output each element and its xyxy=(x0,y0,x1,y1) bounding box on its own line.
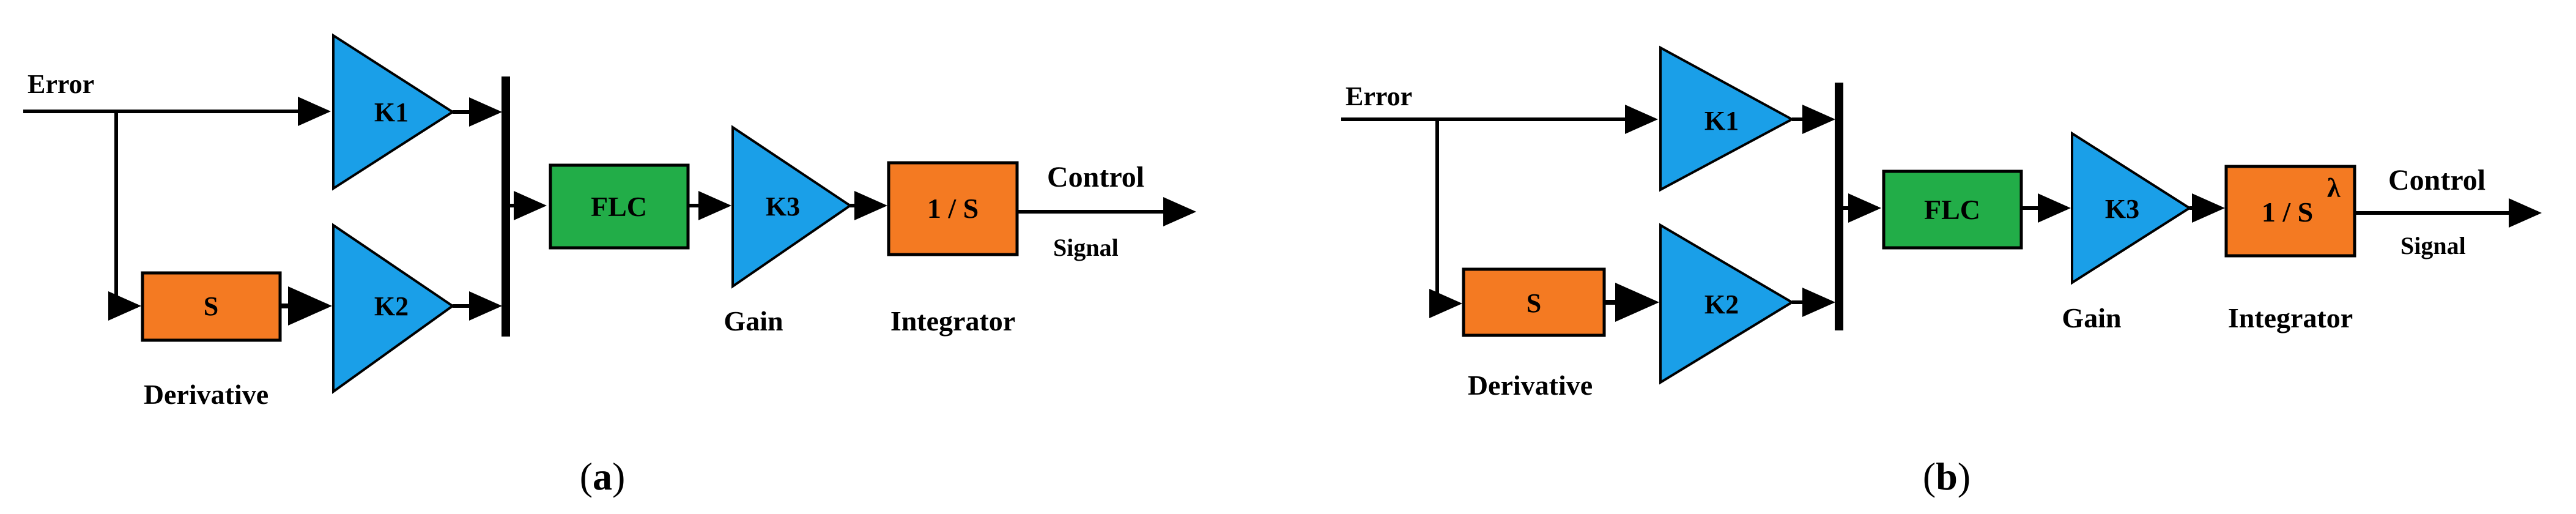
k3-gain-triangle-a xyxy=(731,125,853,289)
error-label-a: Error xyxy=(28,69,94,99)
derivative-block-b xyxy=(1462,267,1606,337)
diagram-b: Error K1 S Derivative K2 FLC K3 Gain 1 /… xyxy=(1341,45,2542,498)
output-label-line1-a: Control xyxy=(1047,161,1144,193)
derivative-caption-a: Derivative xyxy=(144,379,268,410)
integrator-block-a xyxy=(887,161,1019,256)
k2-label-a: K2 xyxy=(374,291,409,321)
k3-label-a: K3 xyxy=(766,192,800,222)
flc-label-b: FLC xyxy=(1924,194,1980,225)
integrator-block-label-b: 1 / S xyxy=(2262,196,2313,228)
k1-label-b: K1 xyxy=(1704,106,1739,136)
caption-a: (a) xyxy=(580,455,626,498)
derivative-block-a xyxy=(141,271,282,342)
gain-caption-a: Gain xyxy=(724,305,783,337)
derivative-block-label-b: S xyxy=(1527,288,1541,318)
k2-gain-triangle-b xyxy=(1659,223,1794,385)
mux-bar-b xyxy=(1835,83,1843,330)
mux-bar-a xyxy=(502,76,510,337)
error-label-b: Error xyxy=(1345,81,1412,111)
flc-label-a: FLC xyxy=(591,191,647,222)
error-to-derivative-arrow-a xyxy=(108,111,141,321)
k1-label-a: K1 xyxy=(374,97,409,127)
integrator-caption-a: Integrator xyxy=(890,305,1015,337)
k1-gain-triangle-a xyxy=(332,33,455,191)
integrator-block-label-a: 1 / S xyxy=(927,193,979,224)
diagram-a: Error K1 S Derivative K2 FLC K3 Gain 1 /… xyxy=(23,33,1196,498)
flc-block-b xyxy=(1882,169,2023,250)
flc-block-a xyxy=(549,163,690,250)
output-label-line1-b: Control xyxy=(2388,164,2485,196)
gain-caption-b: Gain xyxy=(2062,302,2121,333)
k3-gain-triangle-b xyxy=(2071,131,2192,285)
derivative-block-label-a: S xyxy=(204,291,218,321)
k2-gain-triangle-a xyxy=(332,223,455,394)
k1-gain-triangle-b xyxy=(1659,45,1795,192)
output-label-line2-a: Signal xyxy=(1053,234,1119,261)
k2-label-b: K2 xyxy=(1704,289,1739,319)
integrator-caption-b: Integrator xyxy=(2228,302,2353,333)
derivative-caption-b: Derivative xyxy=(1468,370,1593,401)
output-label-line2-b: Signal xyxy=(2400,232,2466,259)
k3-label-b: K3 xyxy=(2105,194,2139,224)
caption-b: (b) xyxy=(1923,455,1971,498)
integrator-exponent-b: λ xyxy=(2327,173,2341,203)
error-to-derivative-arrow-b xyxy=(1429,119,1462,318)
